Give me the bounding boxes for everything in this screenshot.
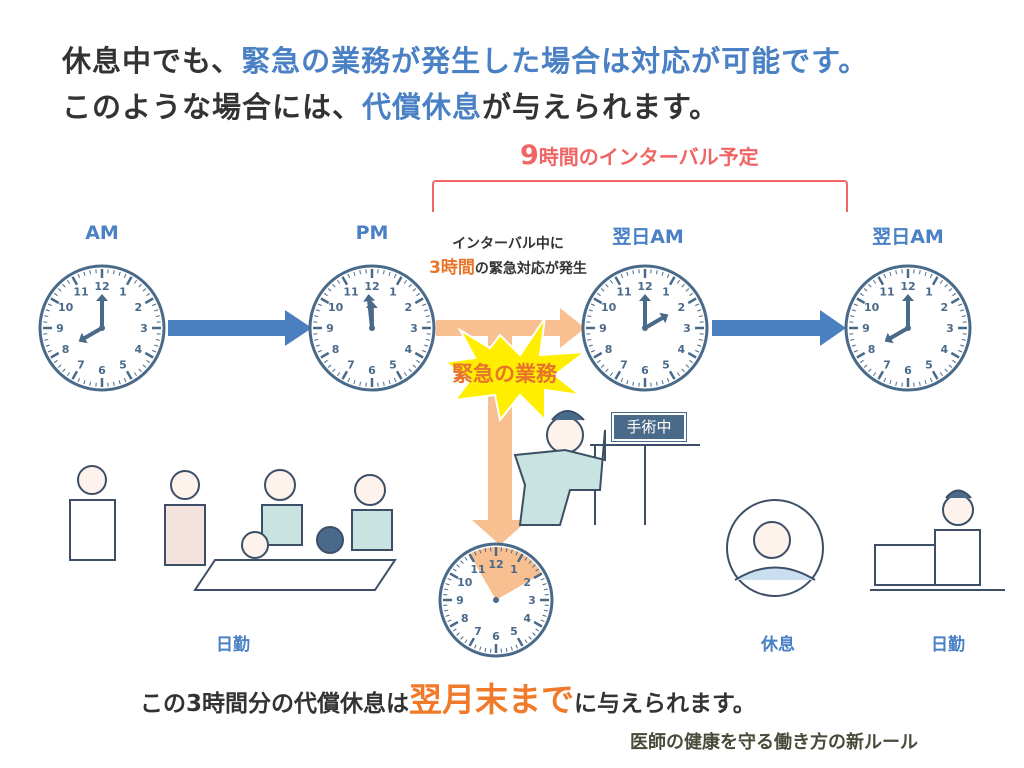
laptop-doctor-illustration (870, 489, 1005, 591)
clock-numeral: 1 (925, 286, 933, 299)
clock-numeral: 5 (925, 358, 933, 371)
clock-numeral: 10 (58, 301, 74, 314)
clock-numeral: 6 (492, 630, 500, 643)
label-am: AM (85, 222, 119, 244)
clock-numeral: 4 (523, 612, 531, 625)
hour-hand (884, 326, 910, 344)
label-next-am-1: 翌日AM (612, 226, 684, 248)
clock-numeral: 8 (62, 343, 70, 356)
minute-hand (363, 294, 376, 330)
arrow-interval (436, 308, 585, 348)
clock-numeral: 9 (456, 594, 464, 607)
clock-numeral: 8 (605, 343, 613, 356)
clock-numeral: 12 (94, 280, 109, 293)
clock-numeral: 9 (599, 322, 607, 335)
emergency-label: 緊急の業務 (452, 362, 557, 386)
arrow-nextam (712, 310, 846, 346)
clock-numeral: 4 (135, 343, 143, 356)
clock-numeral: 1 (510, 563, 518, 576)
clock-numeral: 10 (864, 301, 880, 314)
clock-numeral: 8 (868, 343, 876, 356)
label-next-am-2: 翌日AM (872, 226, 944, 248)
clock-numeral: 12 (364, 280, 379, 293)
clock-numeral: 10 (328, 301, 344, 314)
hour-hand (78, 326, 104, 344)
clock-numeral: 2 (405, 301, 413, 314)
clock-numeral: 1 (119, 286, 127, 299)
clock-numeral: 9 (326, 322, 334, 335)
minute-hand (902, 294, 914, 330)
caption-day-work-1: 日勤 (216, 635, 250, 655)
clock-numeral: 6 (904, 364, 912, 377)
caption-rest: 休息 (761, 635, 795, 655)
clock-numeral: 11 (343, 286, 358, 299)
arrow-down-emergency (472, 330, 528, 545)
interval-bracket (432, 180, 848, 212)
clock-numeral: 11 (470, 563, 485, 576)
heading-line-1: 休息中でも、緊急の業務が発生した場合は対応が可能です。 (62, 44, 869, 78)
minute-hand (96, 294, 108, 330)
clock-numeral: 9 (862, 322, 870, 335)
caption-day-work-2: 日勤 (931, 635, 965, 655)
clock-numeral: 11 (616, 286, 631, 299)
clock-numeral: 2 (678, 301, 686, 314)
interval-label: 9時間のインターバル予定 (520, 140, 759, 171)
clock-numeral: 9 (56, 322, 64, 335)
footer-title: 医師の健康を守る働き方の新ルール (630, 732, 918, 753)
clock-numeral: 6 (641, 364, 649, 377)
arrow-am-to-pm (168, 310, 312, 346)
minute-hand (639, 294, 651, 330)
clock-numeral: 7 (620, 358, 628, 371)
clock-numeral: 3 (528, 594, 536, 607)
sleeping-illustration (726, 499, 824, 597)
clock-numeral: 6 (368, 364, 376, 377)
clock-numeral: 2 (135, 301, 143, 314)
clock-numeral: 6 (98, 364, 106, 377)
emergency-burst-icon (442, 317, 589, 423)
clock-numeral: 12 (637, 280, 652, 293)
clock-numeral: 10 (601, 301, 617, 314)
clock-numeral: 2 (523, 576, 531, 589)
surgeon-illustration (513, 410, 700, 526)
clock-numeral: 1 (662, 286, 670, 299)
surgery-sign: 手術中 (611, 412, 687, 442)
emergency-time-sector (469, 547, 542, 600)
clock-numeral: 10 (457, 576, 473, 589)
clock-numeral: 7 (347, 358, 355, 371)
label-pm: PM (355, 222, 389, 244)
clock-numeral: 3 (410, 322, 418, 335)
clock-numeral: 5 (510, 625, 518, 638)
clock-numeral: 4 (405, 343, 413, 356)
clock-numeral: 8 (332, 343, 340, 356)
clock-numeral: 3 (683, 322, 691, 335)
clock-numeral: 7 (883, 358, 891, 371)
hour-hand (643, 312, 669, 330)
clock-numeral: 5 (389, 358, 397, 371)
heading-line-2: このような場合には、代償休息が与えられます。 (62, 90, 720, 124)
clock-numeral: 2 (941, 301, 949, 314)
clock-numeral: 7 (474, 625, 482, 638)
clock-numeral: 12 (900, 280, 915, 293)
clock-numeral: 7 (77, 358, 85, 371)
clock-numeral: 3 (140, 322, 148, 335)
clock-numeral: 11 (73, 286, 88, 299)
bottom-message: この3時間分の代償休息は翌月末までに与えられます。 (140, 680, 756, 719)
clock-numeral: 3 (946, 322, 954, 335)
clock-numeral: 12 (488, 558, 503, 571)
interval-note: インターバル中に 3時間の緊急対応が発生 (429, 236, 587, 278)
doctor-illustration (69, 465, 397, 591)
clock-numeral: 5 (119, 358, 127, 371)
clock-numeral: 4 (678, 343, 686, 356)
clock-numeral: 4 (941, 343, 949, 356)
clock-numeral: 1 (389, 286, 397, 299)
clock-numeral: 11 (879, 286, 894, 299)
clock-numeral: 8 (461, 612, 469, 625)
clock-numeral: 5 (662, 358, 670, 371)
